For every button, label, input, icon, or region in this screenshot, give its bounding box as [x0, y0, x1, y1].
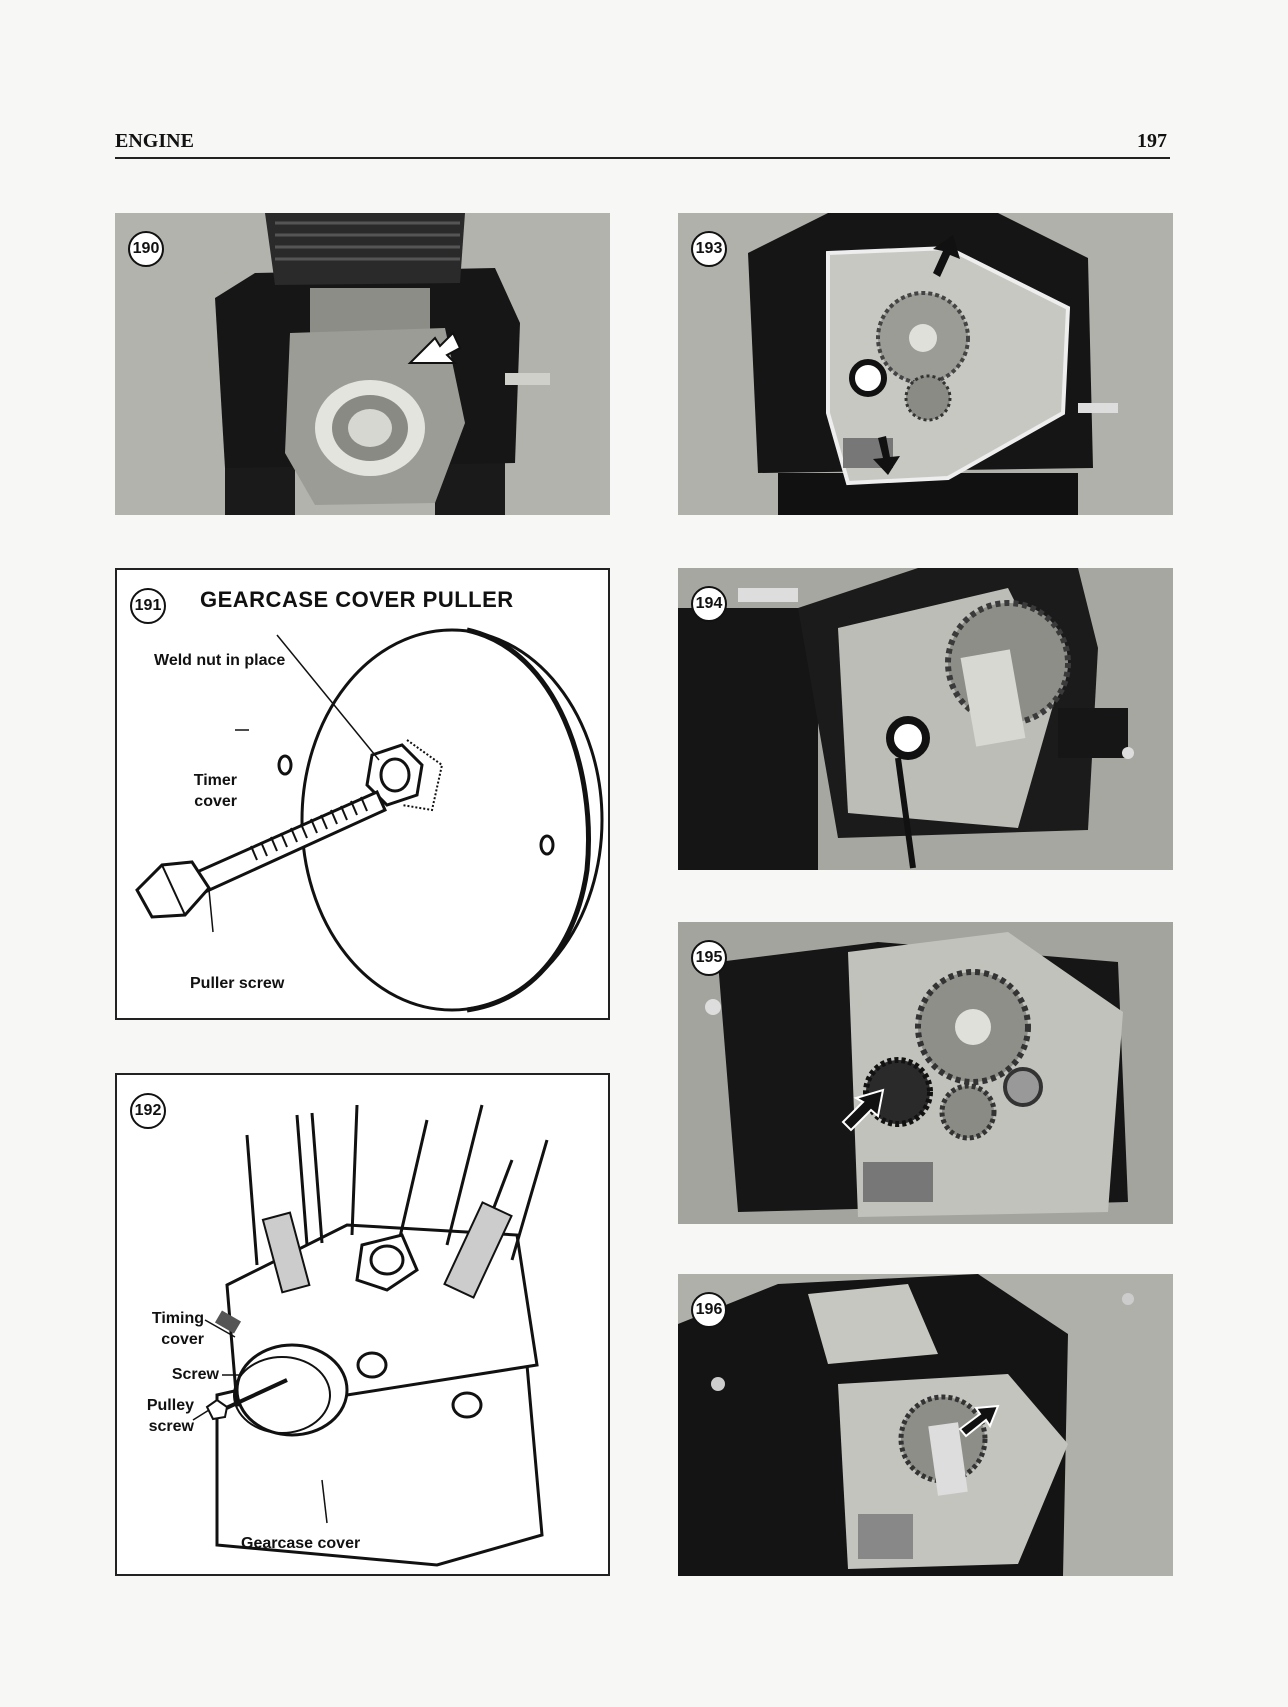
cam-gear-photo	[678, 568, 1173, 870]
gear-alignment-photo	[678, 922, 1173, 1224]
page-number: 197	[1137, 130, 1167, 152]
callout-pulley-screw-line2: screw	[148, 1418, 194, 1435]
open-gearcase-photo	[678, 213, 1173, 515]
cam-install-photo	[678, 1274, 1173, 1576]
gearcase-cover-puller-drawing	[135, 627, 604, 1013]
figure-title: GEARCASE COVER PULLER	[200, 587, 514, 612]
callout-pulley-screw-line1: Pulley	[146, 1397, 194, 1414]
figure-192-drawing: 192 Timing cover Screw Pulley screw Gear…	[115, 1073, 610, 1576]
callout-timer-cover-line2: cover	[194, 793, 237, 810]
callout-screw: Screw	[171, 1366, 219, 1383]
gearcase-cover-removal-drawing	[192, 1104, 549, 1567]
callout-timing-cover-line1: Timing	[151, 1310, 204, 1327]
figure-number-badge: 193	[691, 231, 727, 267]
figure-number-badge: 195	[691, 940, 727, 976]
figure-195-photo: 195	[678, 922, 1173, 1224]
figure-194-photo: 194	[678, 568, 1173, 870]
figure-number-badge: 192	[130, 1093, 166, 1129]
callout-puller-screw: Puller screw	[190, 975, 285, 992]
engine-front-photo	[115, 213, 610, 515]
callout-timing-cover-line2: cover	[161, 1331, 204, 1348]
section-title: ENGINE	[115, 130, 194, 152]
figure-191-drawing: 191 GEARCASE COVER PULLER Weld nut in pl…	[115, 568, 610, 1020]
figure-number-badge: 191	[130, 588, 166, 624]
callout-pulley-screw: Pulley screw	[122, 1395, 194, 1437]
callout-timer-cover-line1: Timer	[193, 772, 237, 789]
header-rule	[115, 157, 1170, 159]
callout-timing-cover: Timing cover	[122, 1308, 204, 1350]
figure-190-photo: 190	[115, 213, 610, 515]
callout-gearcase-cover: Gearcase cover	[241, 1535, 361, 1552]
figure-196-photo: 196	[678, 1274, 1173, 1576]
callout-timer-cover: Timer cover	[165, 770, 237, 812]
callout-weld-nut: Weld nut in place	[154, 652, 286, 669]
figure-number-badge: 194	[691, 586, 727, 622]
figure-193-photo: 193	[678, 213, 1173, 515]
figure-number-badge: 196	[691, 1292, 727, 1328]
figure-number-badge: 190	[128, 231, 164, 267]
